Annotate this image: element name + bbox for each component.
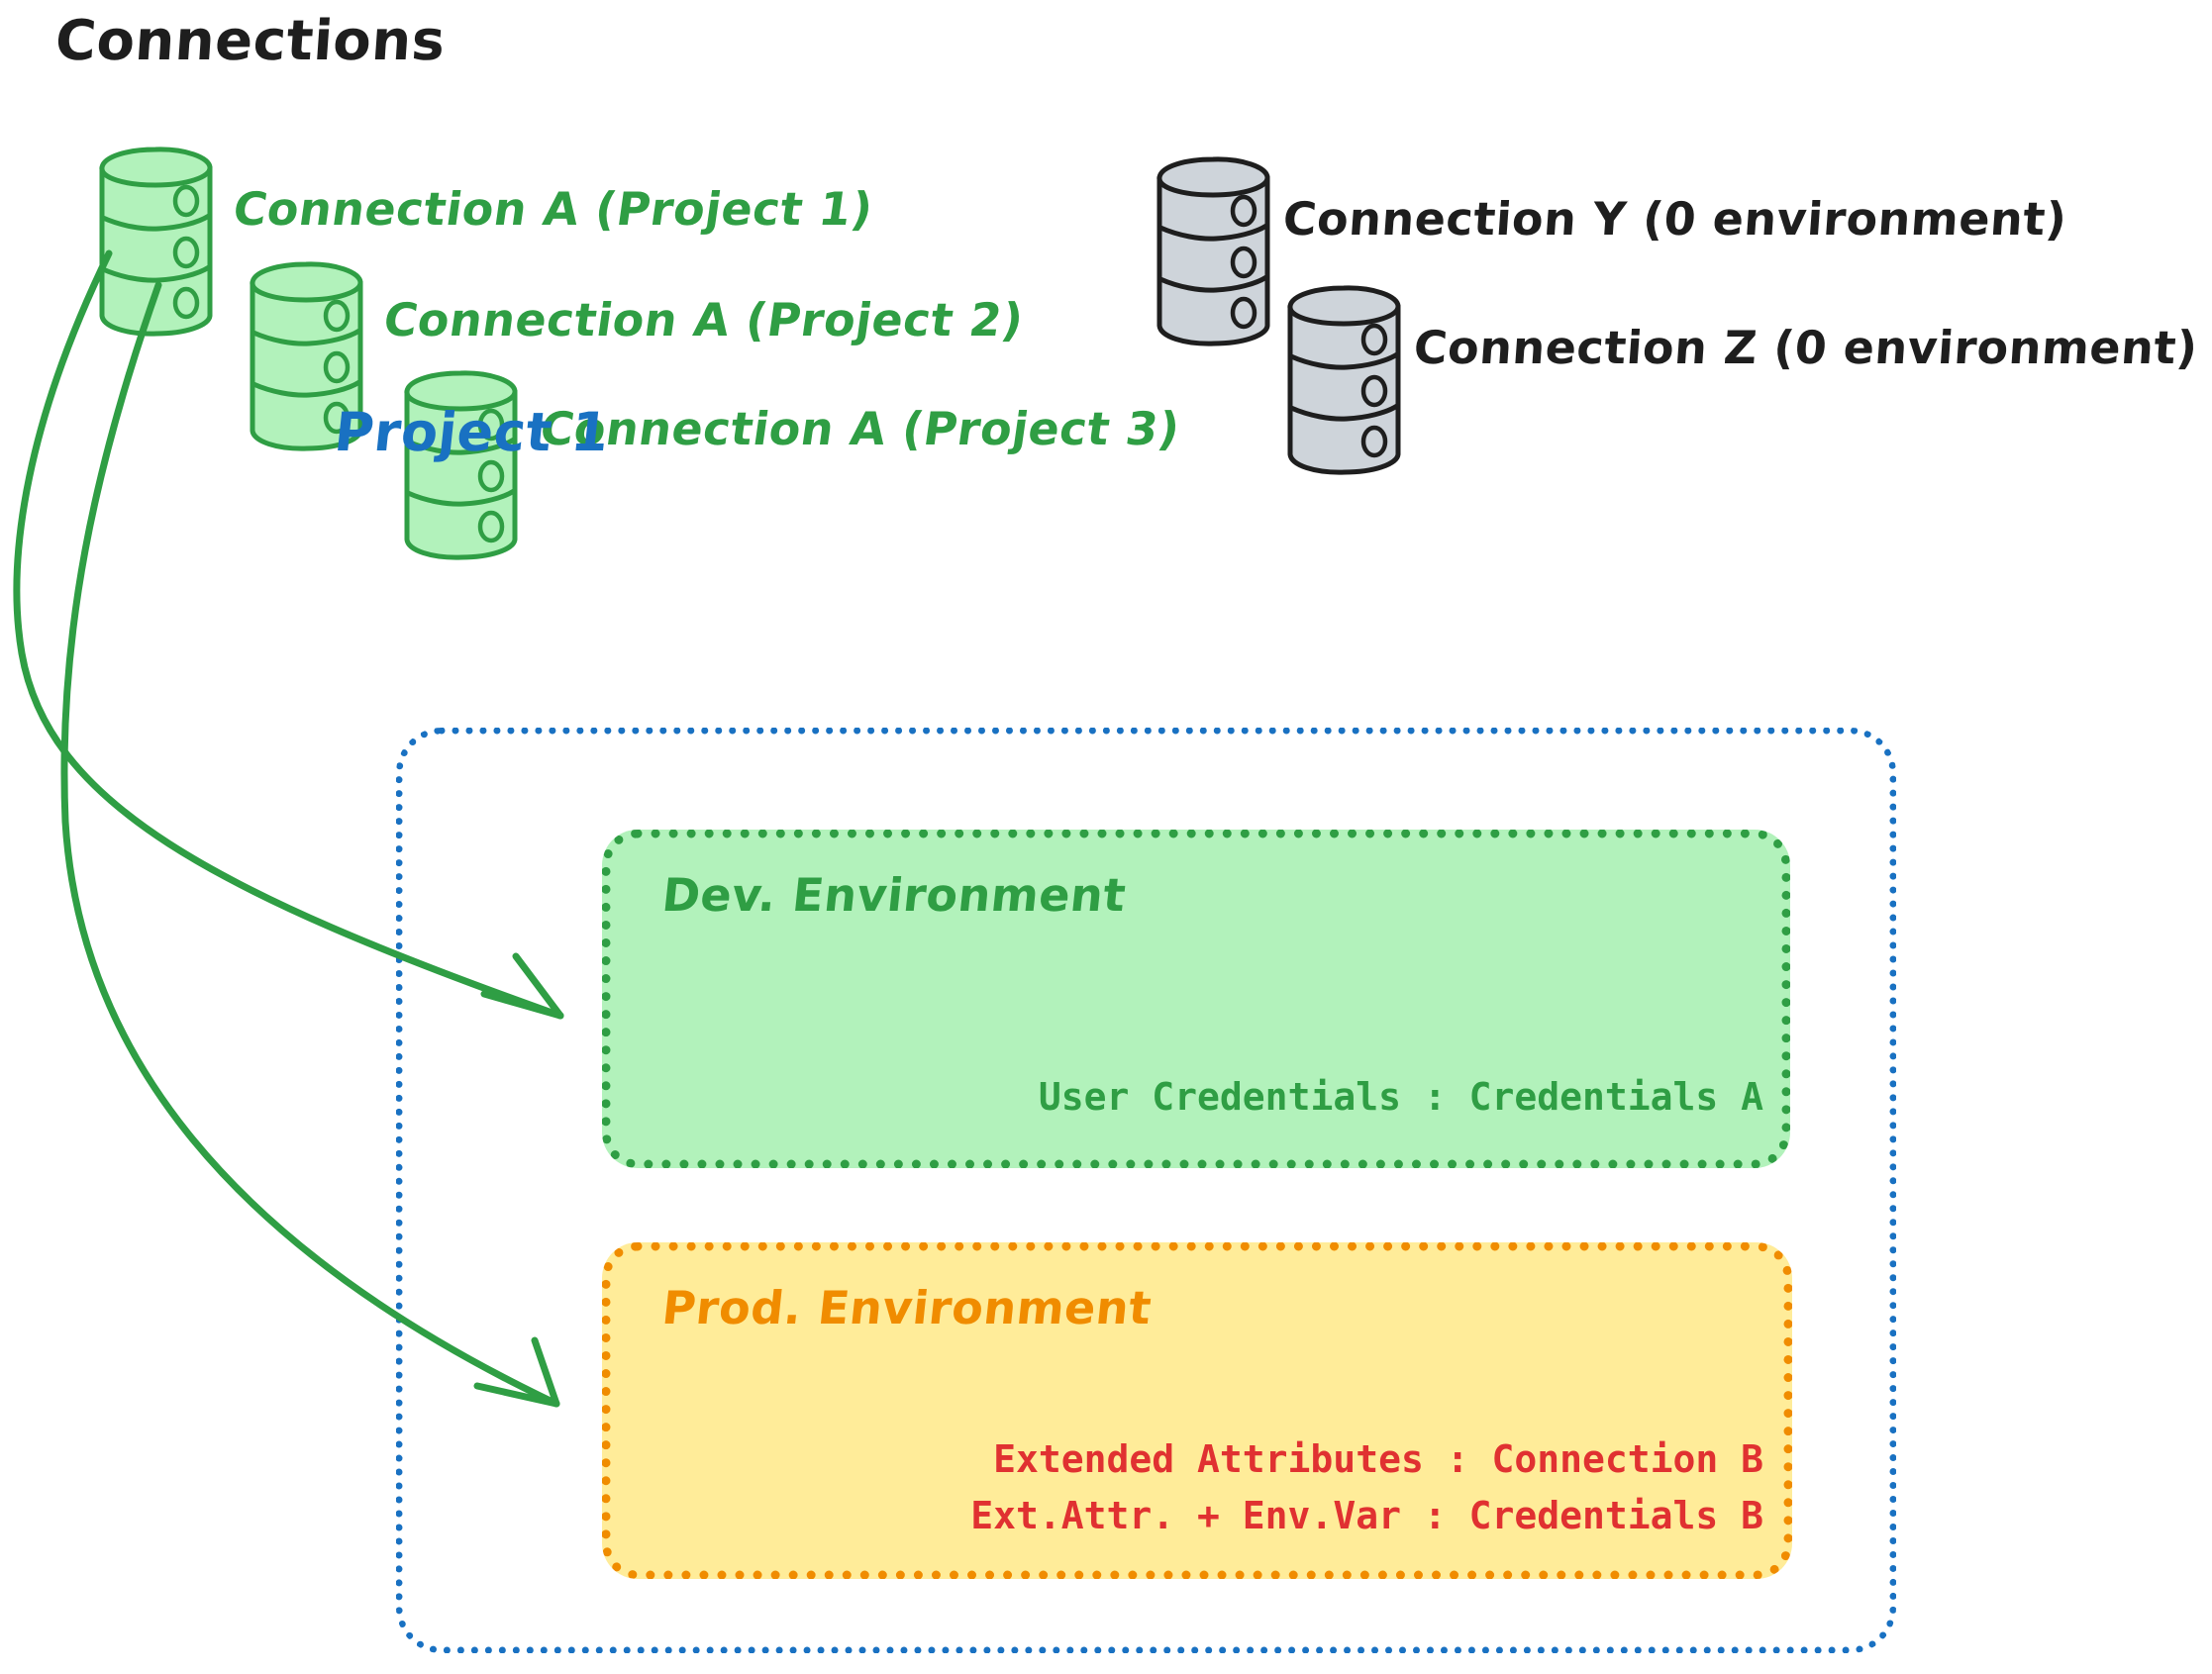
dev-environment-title: Dev. Environment <box>659 868 1129 922</box>
connection-label-a-project-3: Connection A (Project 3) <box>537 402 1184 455</box>
project-title: Project 1 <box>331 401 613 463</box>
prod-environment-entries: Extended Attributes : Connection B Ext.A… <box>656 1431 1763 1544</box>
database-icon-connection-y <box>1158 158 1267 345</box>
prod-environment-entry-0: Extended Attributes : Connection B <box>993 1437 1763 1481</box>
dev-environment-box: Dev. Environment User Credentials : Cred… <box>602 830 1790 1168</box>
prod-environment-box: Prod. Environment Extended Attributes : … <box>602 1242 1792 1579</box>
connection-label-z: Connection Z (0 environment) <box>1412 321 2200 374</box>
dev-environment-entry-0: User Credentials : Credentials A <box>1038 1075 1763 1119</box>
prod-environment-entry-1: Ext.Attr. + Env.Var : Credentials B <box>970 1494 1763 1537</box>
prod-environment-title: Prod. Environment <box>659 1281 1155 1334</box>
connection-label-a-project-1: Connection A (Project 1) <box>230 182 877 236</box>
connection-label-y: Connection Y (0 environment) <box>1281 192 2069 246</box>
page-title: Connections <box>52 9 448 73</box>
database-icon-connection-a-project-1 <box>101 148 210 335</box>
connection-label-a-project-2: Connection A (Project 2) <box>380 293 1028 346</box>
database-icon-connection-z <box>1289 287 1398 473</box>
